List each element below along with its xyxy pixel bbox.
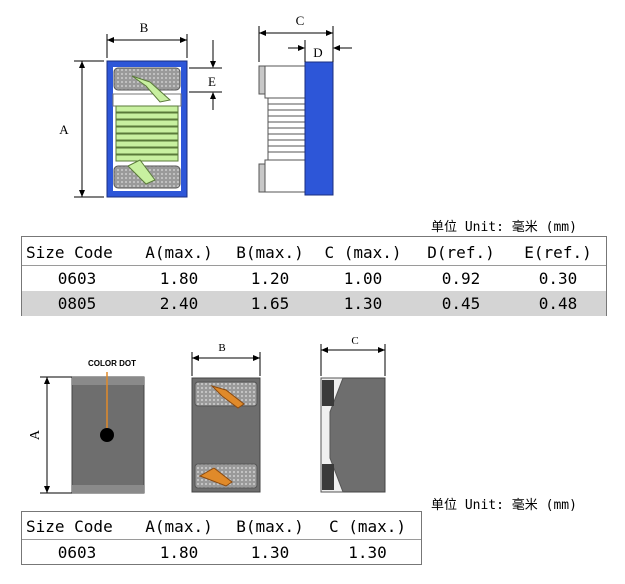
header-size-code: Size Code xyxy=(22,240,132,266)
table-row: 0805 2.40 1.65 1.30 0.45 0.48 xyxy=(22,291,606,316)
header-a: A(max.) xyxy=(132,240,226,266)
cell-e: 0.30 xyxy=(538,269,578,288)
table-frame xyxy=(21,511,422,565)
cell-d: 0.45 xyxy=(412,291,510,316)
cell-b: 1.20 xyxy=(250,269,290,288)
cell-size-code: 0603 xyxy=(57,543,97,562)
table-row: 0603 1.80 1.20 1.00 0.92 0.30 xyxy=(22,266,606,292)
cell-size-code: 0603 xyxy=(57,269,97,288)
front-view-inductor xyxy=(71,372,145,494)
dim-label-c: C xyxy=(296,13,305,28)
top-view-inductor xyxy=(106,60,188,198)
cell-a: 1.80 xyxy=(159,269,199,288)
cell-size-code: 0805 xyxy=(22,291,132,316)
dim-label-a: A xyxy=(59,122,69,137)
cell-c: 1.30 xyxy=(314,291,412,316)
header-b: B(max.) xyxy=(226,514,314,540)
header-c: C (max.) xyxy=(314,514,421,540)
molded-inductor-diagram: COLOR DOT A B C xyxy=(28,335,386,494)
table-header-row: Size Code A(max.) B(max.) C (max.) xyxy=(22,514,421,540)
header-d: D(ref.) xyxy=(412,240,510,266)
dim-label-a: A xyxy=(28,429,43,440)
unit-note: 单位 Unit: 毫米 (mm) xyxy=(431,498,577,513)
header-a: A(max.) xyxy=(132,514,226,540)
header-b: B(max.) xyxy=(226,240,314,266)
dim-label-b: B xyxy=(140,20,149,35)
dim-label-c: C xyxy=(351,335,358,347)
bottom-view-inductor xyxy=(191,377,261,493)
dim-label-e: E xyxy=(208,74,216,89)
unit-note: 单位 Unit: 毫米 (mm) xyxy=(431,220,577,235)
header-e: E(ref.) xyxy=(510,240,606,266)
cell-e: 0.48 xyxy=(510,291,606,316)
wirewound-inductor-diagram: B A E C xyxy=(59,13,352,198)
table-header-row: Size Code A(max.) B(max.) C (max.) D(ref… xyxy=(22,240,606,266)
cell-c: 1.00 xyxy=(343,269,383,288)
dim-label-d: D xyxy=(313,45,322,60)
dimension-table: Size Code A(max.) B(max.) C (max.) 0603 … xyxy=(22,514,421,565)
color-dot-label: COLOR DOT xyxy=(88,359,136,368)
coil-windings xyxy=(115,105,179,162)
cell-d: 0.92 xyxy=(441,269,481,288)
cell-c: 1.30 xyxy=(348,543,387,562)
side-view-molded-inductor xyxy=(320,377,386,493)
header-size-code: Size Code xyxy=(22,514,132,540)
cell-b: 1.65 xyxy=(226,291,314,316)
color-dot-marker xyxy=(100,428,114,442)
dimension-table: Size Code A(max.) B(max.) C (max.) D(ref… xyxy=(22,240,606,316)
cell-b: 1.30 xyxy=(250,543,290,562)
header-c: C (max.) xyxy=(314,240,412,266)
table-row: 0603 1.80 1.30 1.30 xyxy=(22,540,421,566)
cell-a: 1.80 xyxy=(159,543,199,562)
dim-label-b: B xyxy=(218,342,225,354)
side-view-inductor xyxy=(258,61,334,196)
cell-a: 2.40 xyxy=(132,291,226,316)
